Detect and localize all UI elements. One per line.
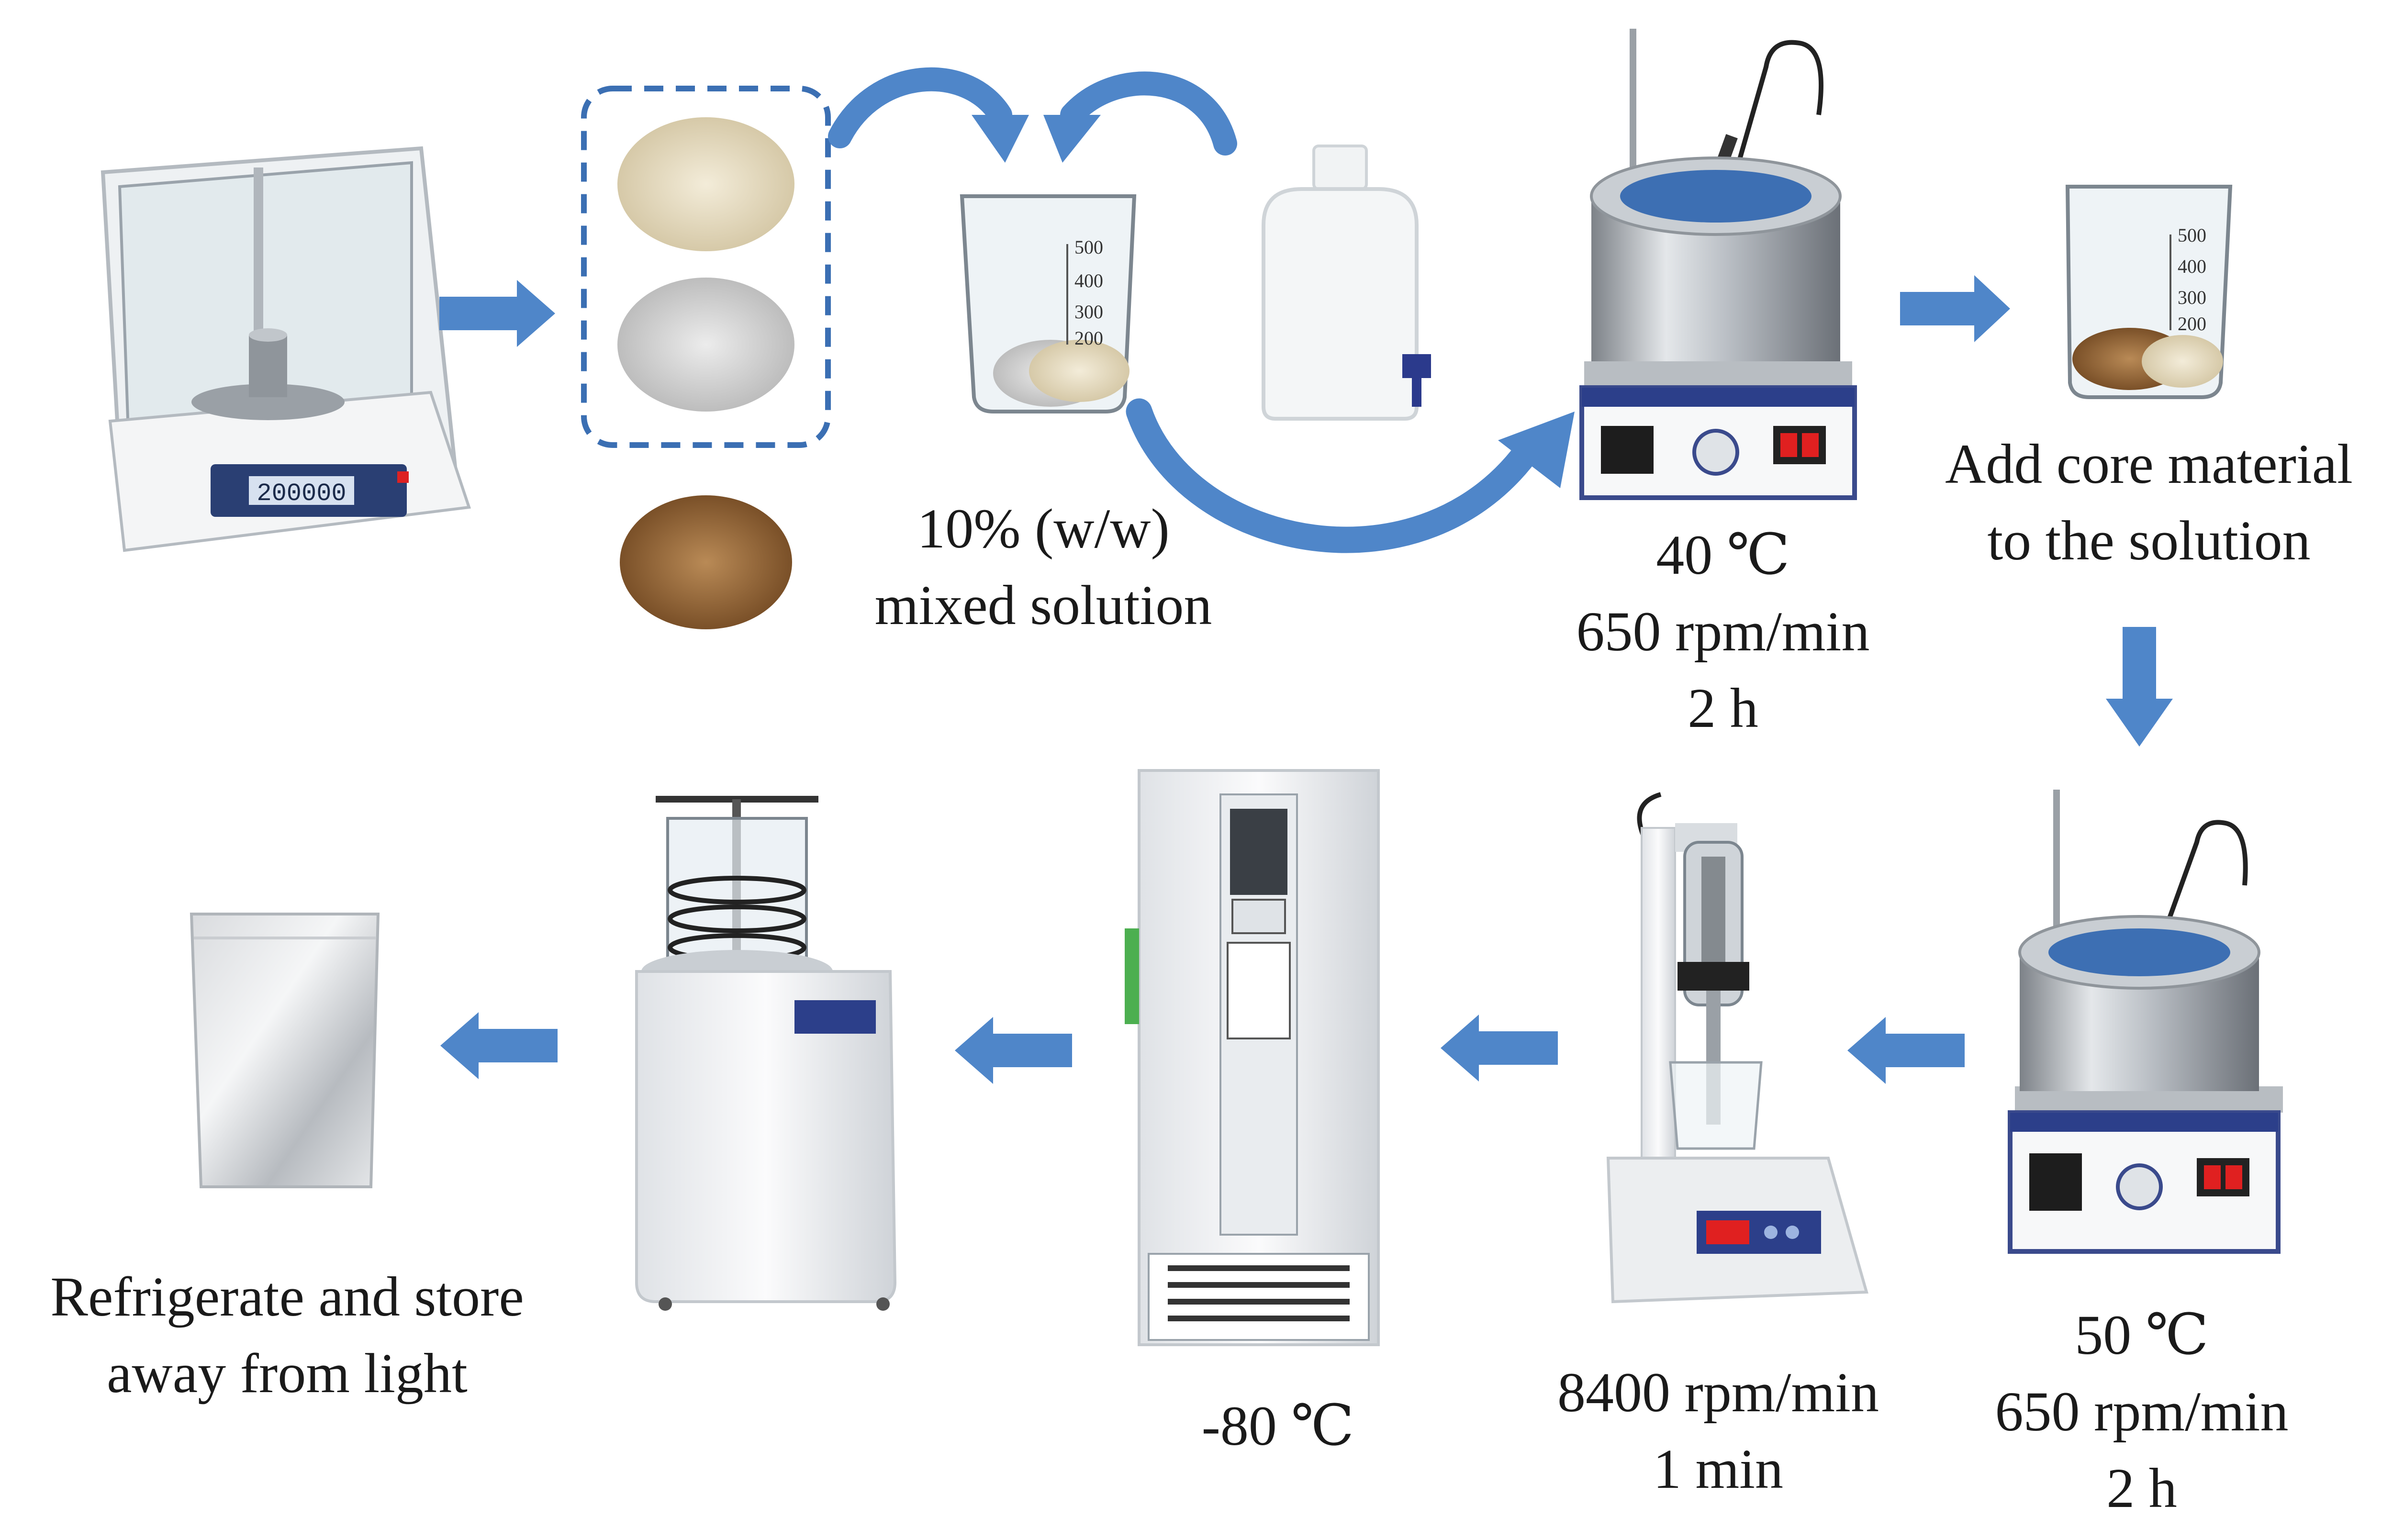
homogenizer-icon	[1606, 792, 1868, 1304]
mixed-solution-label: 10% (w/w) mixed solution	[874, 497, 1212, 636]
arrow-left-2	[1441, 1015, 1558, 1082]
arrow-left-1	[1847, 1017, 1965, 1084]
svg-text:200: 200	[2178, 313, 2206, 335]
svg-text:500: 500	[1074, 236, 1103, 258]
curved-arrow-carboy-to-beaker	[1060, 71, 1237, 156]
balance-display: 200000	[257, 480, 346, 508]
heated-stirring-bath-icon	[1579, 29, 1857, 500]
svg-text:500: 500	[2178, 224, 2206, 246]
homogenizer-conditions: 8400 rpm/min 1 min	[1557, 1361, 1879, 1500]
beaker-with-core-material-icon: 500 400 300 200	[2065, 185, 2233, 399]
svg-text:200: 200	[1074, 327, 1103, 349]
powder-samples-icon	[581, 86, 831, 448]
curved-arrow-to-stirring-bath	[1126, 398, 1545, 553]
freezer-temperature-label: -80 ℃	[1201, 1395, 1354, 1457]
stirring-bath-2-conditions: 50 ℃ 650 rpm/min 2 h	[1995, 1304, 2289, 1519]
heated-stirring-bath-icon-2	[2008, 790, 2283, 1254]
svg-text:400: 400	[2178, 256, 2206, 277]
freeze-dryer-icon	[635, 796, 897, 1311]
svg-text:300: 300	[2178, 287, 2206, 308]
svg-text:400: 400	[1074, 270, 1103, 291]
stirring-bath-1-conditions: 40 ℃ 650 rpm/min 2 h	[1576, 524, 1870, 739]
analytical-balance-icon: 200000	[101, 146, 471, 552]
foil-pouch-icon	[190, 913, 380, 1188]
water-carboy-icon	[1262, 145, 1431, 421]
ultra-low-freezer-icon	[1125, 769, 1380, 1346]
add-core-material-label: Add core material to the solution	[1945, 433, 2353, 572]
curved-arrow-powders-to-beaker	[828, 67, 1012, 148]
beaker-icon: 500 400 300 200	[960, 194, 1137, 413]
arrow-down	[2106, 627, 2173, 747]
svg-text:300: 300	[1074, 301, 1103, 323]
core-material-powder-icon	[620, 495, 792, 629]
arrow-left-4	[440, 1012, 558, 1079]
arrow-right-1	[439, 280, 555, 347]
arrow-right-2	[1900, 275, 2010, 342]
storage-label: Refrigerate and store away from light	[50, 1265, 524, 1405]
arrow-left-3	[955, 1017, 1072, 1084]
